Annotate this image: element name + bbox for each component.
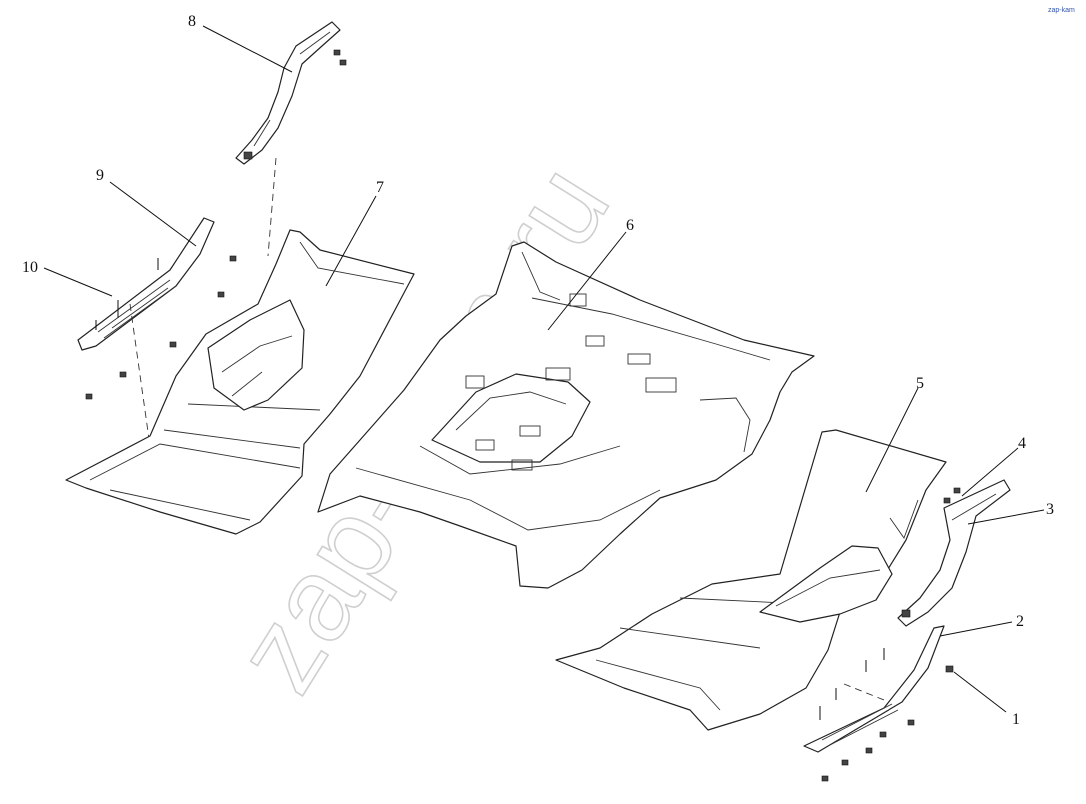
corner-logo: zap-kam (1048, 7, 1075, 14)
part-2-right-sill-plate (803, 625, 945, 753)
part-5-right-floor-mat (555, 429, 947, 731)
part-8-pillar-trim (235, 21, 347, 257)
left-clips (85, 255, 237, 400)
clip-icon (217, 291, 225, 298)
callout-9: 9 (96, 167, 104, 184)
callout-1: 1 (1012, 711, 1020, 728)
clip-icon (901, 609, 911, 618)
clip-icon (907, 719, 915, 726)
callout-2: 2 (1016, 613, 1024, 630)
clip-icon (229, 255, 237, 262)
part-6-center-floor-cover (317, 241, 815, 589)
part-7-left-floor-mat (65, 229, 415, 535)
clip-icon (333, 49, 341, 56)
clip-icon (85, 393, 93, 400)
clip-icon (339, 59, 347, 66)
clip-icon (119, 371, 127, 378)
clip-icon (821, 775, 829, 782)
clip-icon (865, 747, 873, 754)
clip-icon (243, 151, 253, 160)
callout-10: 10 (22, 259, 38, 276)
callout-5: 5 (916, 375, 924, 392)
part-3-right-pillar-trim (897, 479, 1011, 627)
clip-icon (945, 665, 954, 673)
clip-icon (169, 341, 177, 348)
callout-7: 7 (376, 179, 384, 196)
callout-4: 4 (1018, 435, 1026, 452)
clip-icon (943, 497, 951, 504)
right-clips (821, 665, 954, 782)
callouts: 8 9 10 7 6 5 4 3 2 1 (22, 13, 1054, 728)
callout-8: 8 (188, 13, 196, 30)
clip-icon (841, 759, 849, 766)
clip-icon (953, 487, 961, 494)
clip-icon (879, 731, 887, 738)
callout-3: 3 (1046, 501, 1054, 518)
part-9-left-sill-plate (77, 217, 215, 447)
callout-6: 6 (626, 217, 634, 234)
